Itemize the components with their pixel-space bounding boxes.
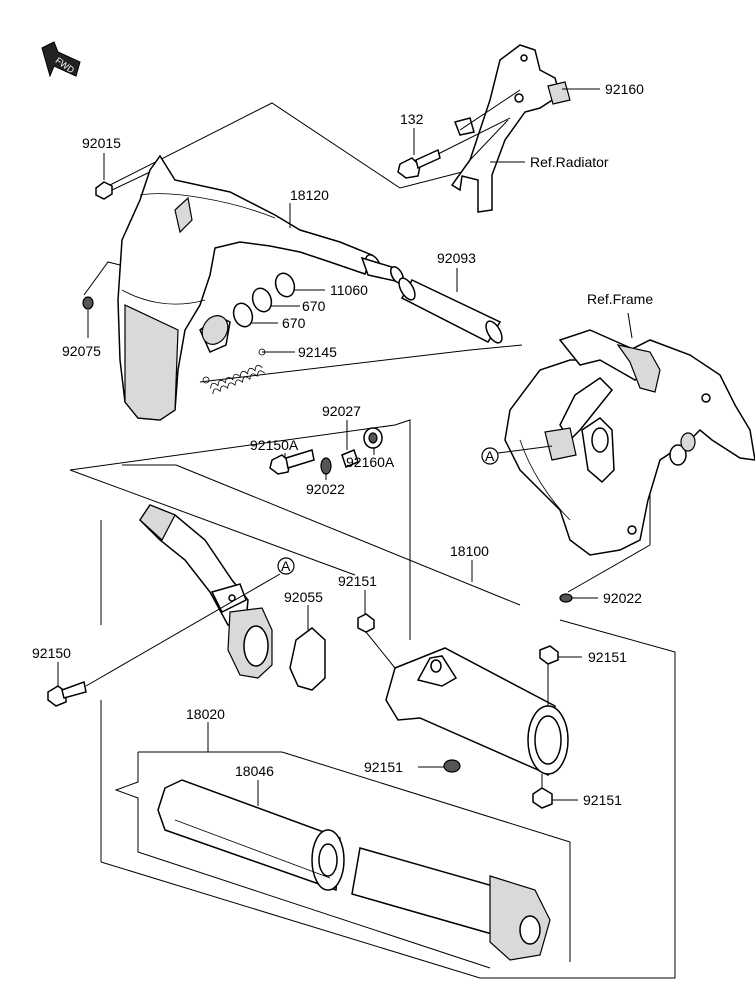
label-92151-a: 92151 [338, 573, 377, 589]
fwd-arrow-icon: FWD [41, 41, 81, 78]
label-92022-a: 92022 [306, 481, 345, 497]
label-92150: 92150 [32, 645, 71, 661]
label-18046: 18046 [235, 763, 274, 779]
radiator-bracket [450, 44, 571, 213]
spring-92145 [202, 348, 266, 395]
connecting-pipe [139, 504, 273, 679]
inner-pipe [351, 847, 551, 961]
tube-92093 [398, 277, 503, 344]
oring-670-b [232, 302, 254, 328]
label-92150A: 92150A [250, 437, 299, 453]
label-92075: 92075 [62, 343, 101, 359]
collar-92027 [341, 448, 359, 469]
leader-lines [57, 88, 600, 806]
gasket-92055 [289, 627, 326, 691]
silencer-insert-group [114, 751, 571, 969]
svg-text:A: A [281, 558, 291, 574]
reference-marker-a-frame: A [481, 445, 553, 465]
label-670-a: 670 [302, 298, 326, 314]
label-92160: 92160 [605, 81, 644, 97]
label-ref-radiator: Ref.Radiator [530, 154, 609, 170]
part-number-labels: 92160 132 Ref.Radiator 92015 18120 92093… [32, 81, 653, 808]
label-132: 132 [400, 111, 424, 127]
reference-marker-a-flange: A [277, 557, 295, 575]
label-670-b: 670 [282, 315, 306, 331]
label-18020: 18020 [186, 706, 225, 722]
nut-92015 [95, 181, 113, 200]
silencer-18100 [385, 647, 569, 777]
label-92055: 92055 [284, 589, 323, 605]
bolt-92150A [269, 449, 315, 475]
bolt-92151-d [532, 774, 553, 809]
label-92151-d: 92151 [583, 792, 622, 808]
label-92145: 92145 [298, 344, 337, 360]
label-18100: 18100 [450, 543, 489, 559]
gasket-11060 [274, 272, 296, 298]
oring-670-a [251, 287, 273, 313]
nut-92151-c [443, 759, 461, 773]
label-92151-b: 92151 [588, 649, 627, 665]
grommet-92160A [363, 427, 383, 449]
nut-92151-a [357, 613, 375, 633]
label-92093: 92093 [437, 250, 476, 266]
label-92160A: 92160A [346, 454, 395, 470]
label-92015: 92015 [82, 135, 121, 151]
frame-section [504, 329, 755, 556]
label-18120: 18120 [290, 187, 329, 203]
nut-92075 [82, 296, 94, 310]
label-92022-b: 92022 [603, 590, 642, 606]
label-ref-frame: Ref.Frame [587, 291, 653, 307]
svg-text:A: A [485, 448, 495, 464]
bolt-132 [397, 148, 441, 179]
header-pipe-18120 [117, 154, 404, 421]
bolt-92150 [47, 680, 87, 707]
label-92027: 92027 [322, 403, 361, 419]
label-11060: 11060 [330, 282, 368, 298]
washer-92022-a [320, 457, 332, 475]
packing-18046 [157, 779, 345, 892]
bolt-92151-b [539, 645, 559, 706]
label-92151-c: 92151 [364, 759, 403, 775]
washer-92022-b [559, 593, 573, 603]
